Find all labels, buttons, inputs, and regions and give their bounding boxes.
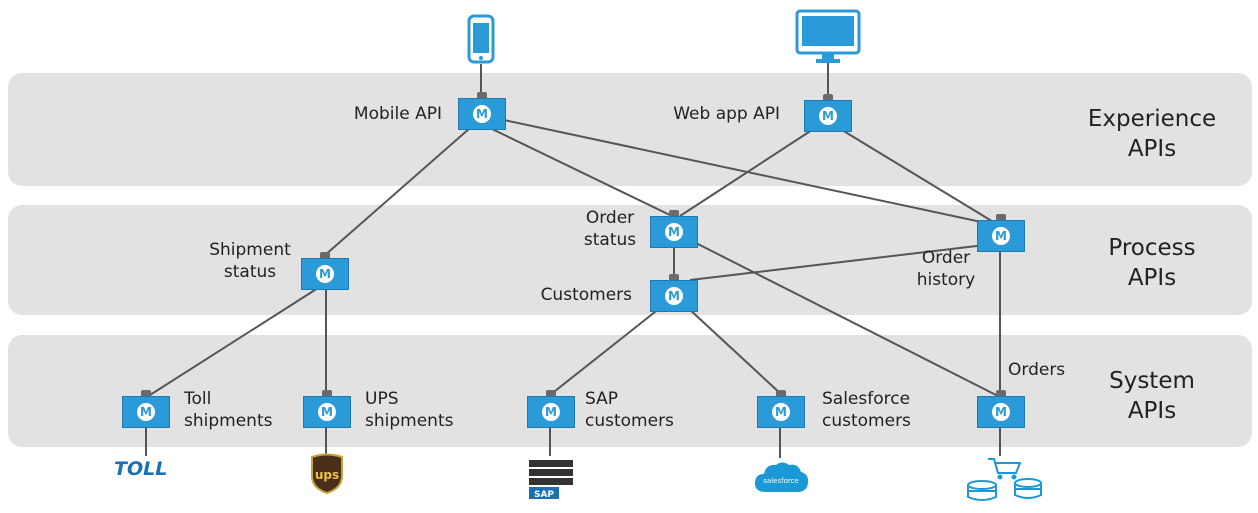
line-webapp-order-history [841, 129, 1001, 227]
process-apis-title: Process APIs [1108, 235, 1196, 291]
mulesoft-icon [137, 403, 155, 421]
experience-apis-title: Experience APIs [1087, 106, 1217, 162]
mobile-api-node[interactable] [458, 92, 506, 130]
line-mobile-order-history [503, 119, 1001, 227]
orders-label: Orders [1008, 360, 1066, 380]
line-mobile-order-status [489, 127, 673, 217]
salesforce-cloud-icon: salesforce [754, 462, 809, 492]
mulesoft-icon [992, 227, 1010, 245]
line-webapp-order-status [679, 129, 813, 217]
mulesoft-icon [318, 403, 336, 421]
desktop-monitor-icon [795, 9, 861, 63]
line-order-history-customers [689, 244, 986, 281]
shipment-status-label: Shipment status [209, 240, 291, 282]
line-shipment-toll [149, 287, 319, 396]
mulesoft-icon [819, 107, 837, 125]
mulesoft-icon [665, 223, 683, 241]
order-status-label: Order status [583, 208, 637, 250]
mulesoft-icon [665, 287, 683, 305]
line-customers-salesforce [687, 307, 783, 396]
svg-text:salesforce: salesforce [763, 477, 798, 485]
salesforce-customers-label: Salesforce customers [822, 389, 911, 431]
web-app-api-label: Web app API [673, 104, 780, 124]
toll-shipments-node[interactable] [122, 390, 170, 428]
line-mobile-shipment [323, 127, 471, 257]
svg-text:SAP: SAP [534, 490, 554, 500]
shopping-cart-database-icon [967, 458, 1042, 501]
sap-server-icon: SAP [529, 460, 573, 500]
ups-shipments-label: UPS shipments [365, 389, 454, 431]
sap-customers-label: SAP customers [585, 389, 674, 431]
mobile-phone-icon [467, 14, 495, 64]
toll-logo-icon: TOLL [114, 458, 167, 480]
order-history-label: Order history [916, 248, 976, 290]
web-app-api-node[interactable] [804, 94, 852, 132]
customers-node[interactable] [650, 274, 698, 312]
experience-layer-band [8, 73, 1252, 186]
line-order-status-orders [689, 239, 999, 397]
mulesoft-icon [542, 403, 560, 421]
process-layer-band [8, 205, 1252, 315]
ups-logo-icon: ups [311, 453, 343, 494]
line-customers-sap [549, 307, 661, 396]
orders-node[interactable] [977, 390, 1025, 428]
mulesoft-icon [992, 403, 1010, 421]
ups-shipments-node[interactable] [303, 390, 351, 428]
svg-text:ups: ups [315, 468, 339, 482]
order-status-node[interactable] [650, 210, 698, 248]
salesforce-customers-node[interactable] [757, 390, 805, 428]
mulesoft-icon [473, 105, 491, 123]
toll-shipments-label: Toll shipments [184, 389, 273, 431]
order-history-node[interactable] [977, 214, 1025, 252]
shipment-status-node[interactable] [301, 252, 349, 290]
customers-label: Customers [540, 285, 632, 305]
mulesoft-icon [772, 403, 790, 421]
mulesoft-icon [316, 265, 334, 283]
svg-text:TOLL: TOLL [114, 458, 167, 480]
system-apis-title: System APIs [1109, 368, 1195, 424]
mobile-api-label: Mobile API [353, 104, 442, 124]
sap-customers-node[interactable] [527, 390, 575, 428]
